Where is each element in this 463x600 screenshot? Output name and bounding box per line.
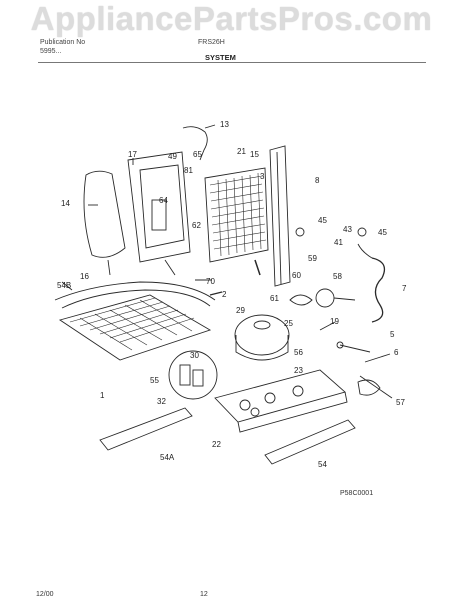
- callout-61: 61: [270, 294, 279, 303]
- callout-19: 19: [330, 317, 339, 326]
- callout-21: 21: [237, 147, 246, 156]
- model-label: FRS26H: [198, 39, 225, 46]
- callout-6: 6: [394, 348, 399, 357]
- section-title: SYSTEM: [205, 53, 236, 62]
- callout-45a: 45: [318, 216, 327, 225]
- callout-1: 1: [100, 391, 105, 400]
- callout-54B: 54B: [57, 281, 72, 290]
- page-number: 12: [200, 591, 208, 598]
- callout-14: 14: [61, 199, 70, 208]
- callout-30: 30: [190, 351, 199, 360]
- callout-54: 54: [318, 460, 327, 469]
- callout-54A: 54A: [160, 453, 175, 462]
- callout-2: 2: [222, 290, 227, 299]
- callout-64: 64: [159, 196, 168, 205]
- callout-49: 49: [168, 152, 177, 161]
- callout-59: 59: [308, 254, 317, 263]
- callout-16: 16: [80, 272, 89, 281]
- callout-81: 81: [184, 166, 193, 175]
- callout-5: 5: [390, 330, 395, 339]
- callout-17: 17: [128, 150, 137, 159]
- callout-60: 60: [292, 271, 301, 280]
- callout-56: 56: [294, 348, 303, 357]
- callout-3: 3: [260, 172, 265, 181]
- publication-number: 5995...: [40, 48, 62, 55]
- watermark-logo: AppliancePartsPros.com: [30, 0, 433, 37]
- publication-label: Publication No: [40, 39, 86, 46]
- callout-29: 29: [236, 306, 245, 315]
- footer-date: 12/00: [36, 591, 54, 598]
- callout-25: 25: [284, 319, 293, 328]
- callout-15: 15: [250, 150, 259, 159]
- callout-7: 7: [402, 284, 407, 293]
- callout-57: 57: [396, 398, 405, 407]
- callout-13: 13: [220, 120, 229, 129]
- callout-43: 43: [343, 225, 352, 234]
- callout-23: 23: [294, 366, 303, 375]
- callout-58: 58: [333, 272, 342, 281]
- callout-41: 41: [334, 238, 343, 247]
- callout-32: 32: [157, 397, 166, 406]
- callout-55: 55: [150, 376, 159, 385]
- callout-45b: 45: [378, 228, 387, 237]
- callout-62: 62: [192, 221, 201, 230]
- drawing-code: P58C0001: [340, 490, 374, 497]
- header-divider: [38, 62, 426, 63]
- callout-70: 70: [206, 277, 215, 286]
- callout-22: 22: [212, 440, 221, 449]
- callout-65: 65: [193, 150, 202, 159]
- callout-8: 8: [315, 176, 320, 185]
